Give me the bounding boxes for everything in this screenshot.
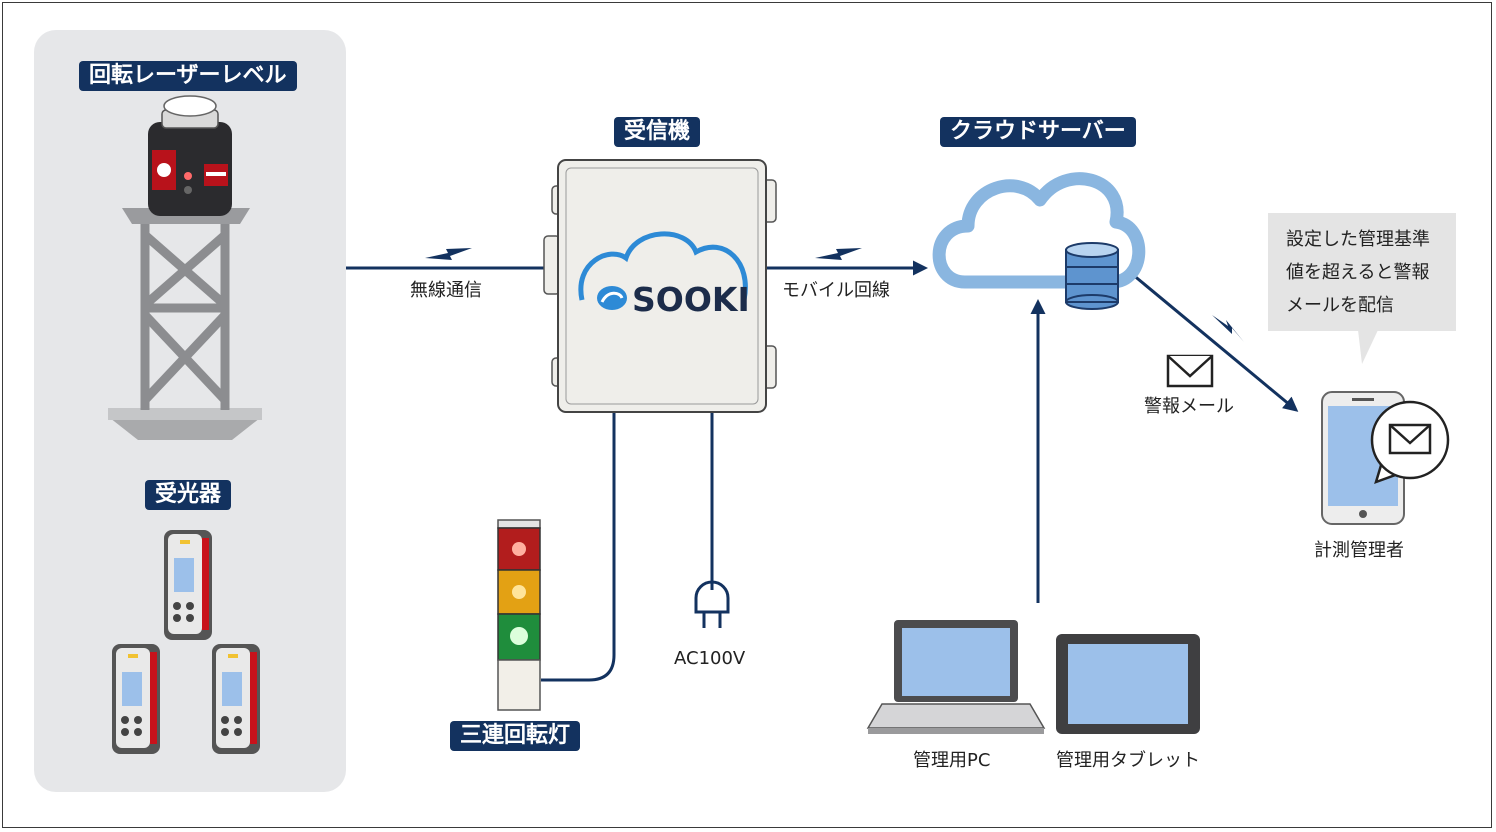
laptop-illustration bbox=[866, 620, 1046, 734]
callout-line-3: メールを配信 bbox=[1286, 295, 1394, 316]
envelope-icon bbox=[1166, 354, 1214, 388]
tablet-illustration bbox=[1056, 634, 1200, 734]
label-mobile-line: モバイル回線 bbox=[782, 280, 890, 301]
rotating-laser-illustration bbox=[108, 95, 262, 440]
mail-bolt-icon bbox=[1212, 315, 1244, 342]
database-icon bbox=[1065, 242, 1119, 310]
callout-pointer bbox=[1358, 330, 1378, 364]
callout-line-2: 値を超えると警報 bbox=[1286, 262, 1430, 283]
label-admin-tablet: 管理用タブレット bbox=[1056, 750, 1200, 771]
tag-tower-light: 三連回転灯 bbox=[450, 721, 581, 751]
mail-line bbox=[1131, 272, 1299, 412]
tag-receiver-device: 受光器 bbox=[145, 480, 232, 510]
mobile-bolt-icon bbox=[815, 248, 862, 260]
label-alert-mail: 警報メール bbox=[1144, 396, 1234, 417]
light-cable bbox=[541, 412, 616, 682]
sooki-logo: SOOKI bbox=[632, 280, 750, 319]
connection-lines bbox=[346, 260, 1299, 682]
alert-callout: 設定した管理基準 値を超えると警報 メールを配信 bbox=[1268, 213, 1456, 331]
tag-cloud-server: クラウドサーバー bbox=[940, 117, 1136, 147]
label-admin-pc: 管理用PC bbox=[913, 750, 991, 771]
tag-rotating-laser-level: 回転レーザーレベル bbox=[79, 61, 297, 91]
callout-line-1: 設定した管理基準 bbox=[1286, 229, 1430, 250]
label-manager: 計測管理者 bbox=[1314, 540, 1404, 561]
tag-receiving-unit: 受信機 bbox=[614, 117, 701, 147]
wireless-bolt-icon bbox=[425, 248, 472, 260]
receiver-illustrations bbox=[112, 530, 260, 754]
tower-light-illustration bbox=[497, 519, 541, 711]
label-wireless: 無線通信 bbox=[410, 280, 482, 301]
power-plug-icon bbox=[694, 580, 730, 628]
label-power: AC100V bbox=[674, 648, 746, 669]
receiver-box-illustration bbox=[543, 159, 777, 413]
mail-notification-icon bbox=[1370, 400, 1450, 485]
